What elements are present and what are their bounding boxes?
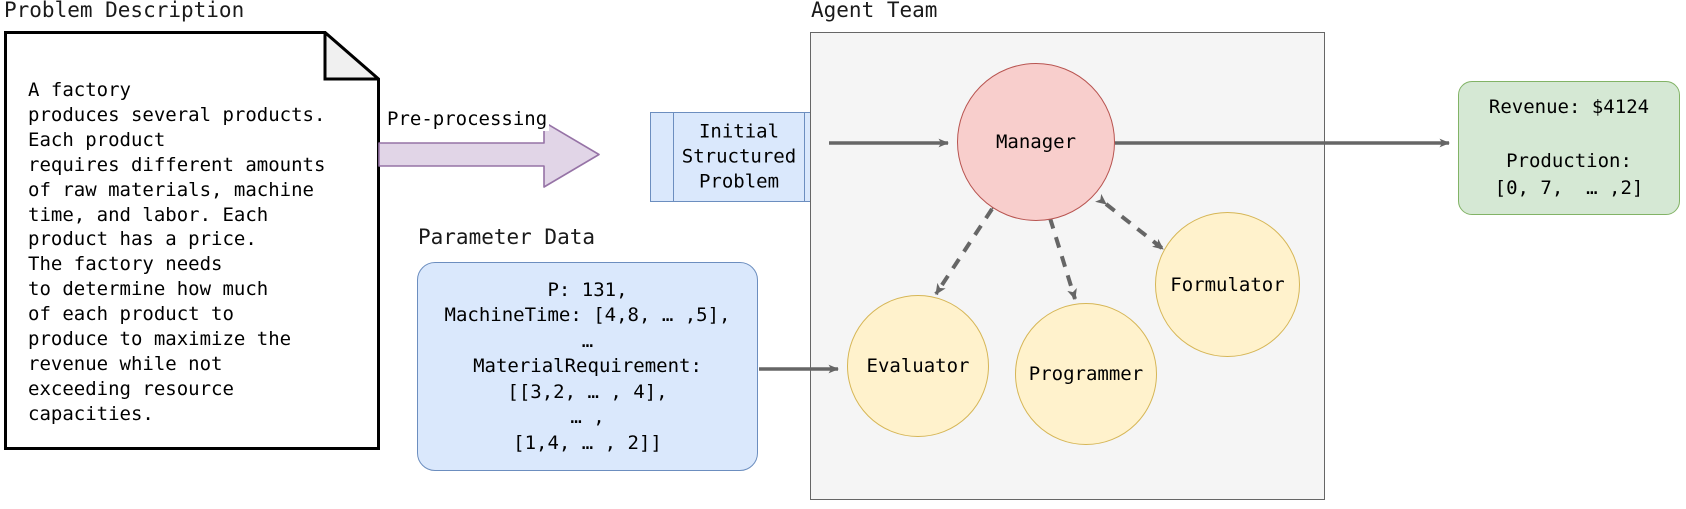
agent-label-manager: Manager xyxy=(995,131,1077,153)
agent-node-evaluator[interactable]: Evaluator xyxy=(847,295,989,437)
pre-processing-label: Pre-processing xyxy=(385,108,550,132)
agent-node-programmer[interactable]: Programmer xyxy=(1015,303,1157,445)
result-output-label: Revenue: $4124 Production: [0, 7, … ,2] xyxy=(1488,96,1650,199)
initial-structured-problem-label: Initial Structured Problem xyxy=(681,120,797,193)
problem-description-document-shape xyxy=(4,31,380,450)
agent-label-evaluator: Evaluator xyxy=(866,355,970,377)
agent-label-formulator: Formulator xyxy=(1170,273,1285,296)
result-output-node[interactable]: Revenue: $4124 Production: [0, 7, … ,2] xyxy=(1458,81,1680,215)
agent-team-title: Agent Team xyxy=(811,0,938,22)
agent-node-formulator[interactable]: Formulator xyxy=(1155,212,1300,357)
problem-description-body: A factory produces several products. Eac… xyxy=(28,79,326,425)
parameter-data-node[interactable]: P: 131, MachineTime: [4,8, … ,5], … Mate… xyxy=(417,262,758,471)
agent-node-manager[interactable]: Manager xyxy=(957,63,1115,221)
agent-label-programmer: Programmer xyxy=(1028,363,1144,385)
parameter-data-body: P: 131, MachineTime: [4,8, … ,5], … Mate… xyxy=(444,278,731,454)
parameter-data-title: Parameter Data xyxy=(418,225,596,249)
process-bar-right xyxy=(804,113,805,201)
pre-processing-block-arrow xyxy=(378,121,600,188)
initial-structured-problem-node[interactable]: Initial Structured Problem xyxy=(650,112,828,202)
problem-description-title: Problem Description xyxy=(4,0,245,22)
process-bar-left xyxy=(673,113,674,201)
